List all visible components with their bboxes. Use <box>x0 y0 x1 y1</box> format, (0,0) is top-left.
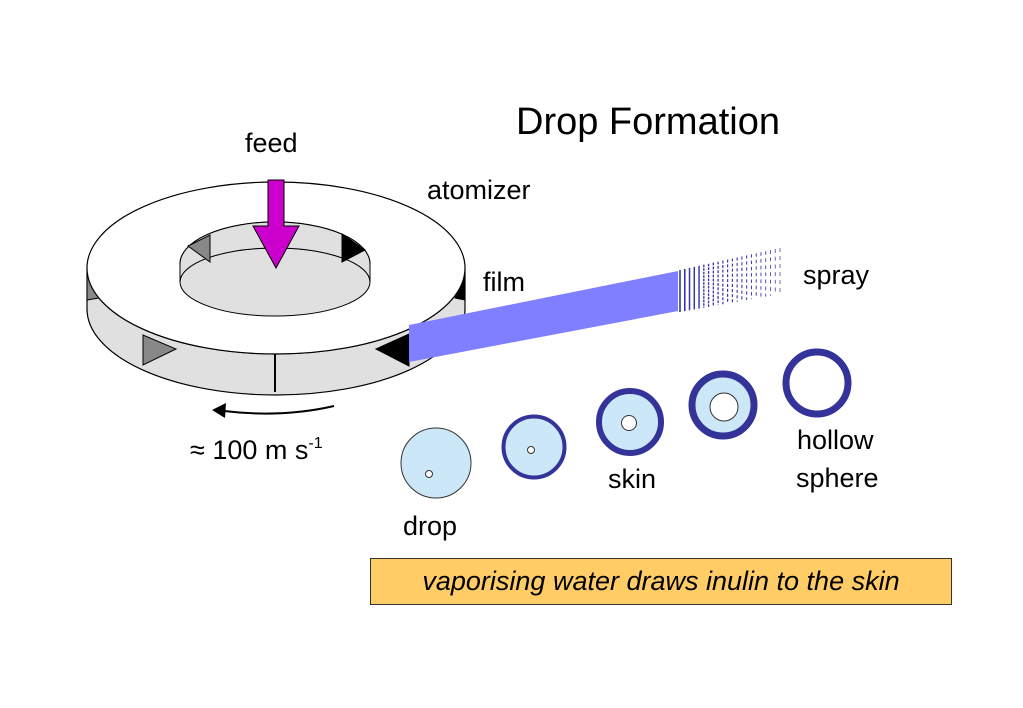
label-atomizer: atomizer <box>427 175 531 205</box>
spray-band <box>409 271 678 362</box>
rotation-speed-value: ≈ 100 m s <box>190 435 309 465</box>
callout-text: vaporising water draws inulin to the ski… <box>422 566 900 596</box>
label-film: film <box>483 267 525 297</box>
label-skin: skin <box>608 464 657 494</box>
spray-lines <box>679 248 781 312</box>
callout-box: vaporising water draws inulin to the ski… <box>370 558 952 605</box>
label-drop: drop <box>403 511 458 541</box>
rotation-arrowhead <box>212 403 226 418</box>
particle-hollow-sphere <box>782 348 852 418</box>
rotation-speed: ≈ 100 m s-1 <box>190 436 323 464</box>
rotation-speed-exponent: -1 <box>308 435 323 452</box>
label-feed: feed <box>245 128 298 158</box>
rotation-arrow <box>223 405 335 415</box>
particle-skin <box>596 388 664 456</box>
label-sphere: sphere <box>796 463 879 493</box>
label-spray: spray <box>803 260 870 290</box>
atomizer-disk <box>86 181 466 396</box>
label-hollow: hollow <box>797 425 874 455</box>
particle-stage-2 <box>501 414 567 480</box>
feed-arrow <box>252 179 300 270</box>
vane-inner-black <box>341 233 366 263</box>
vane-inner-gray <box>187 234 211 263</box>
slide-title: Drop Formation <box>516 101 780 143</box>
particle-stage-4 <box>688 370 758 440</box>
particle-drop <box>400 427 472 499</box>
vane-outer-gray <box>142 334 178 366</box>
disk-inner-wall <box>179 221 371 283</box>
